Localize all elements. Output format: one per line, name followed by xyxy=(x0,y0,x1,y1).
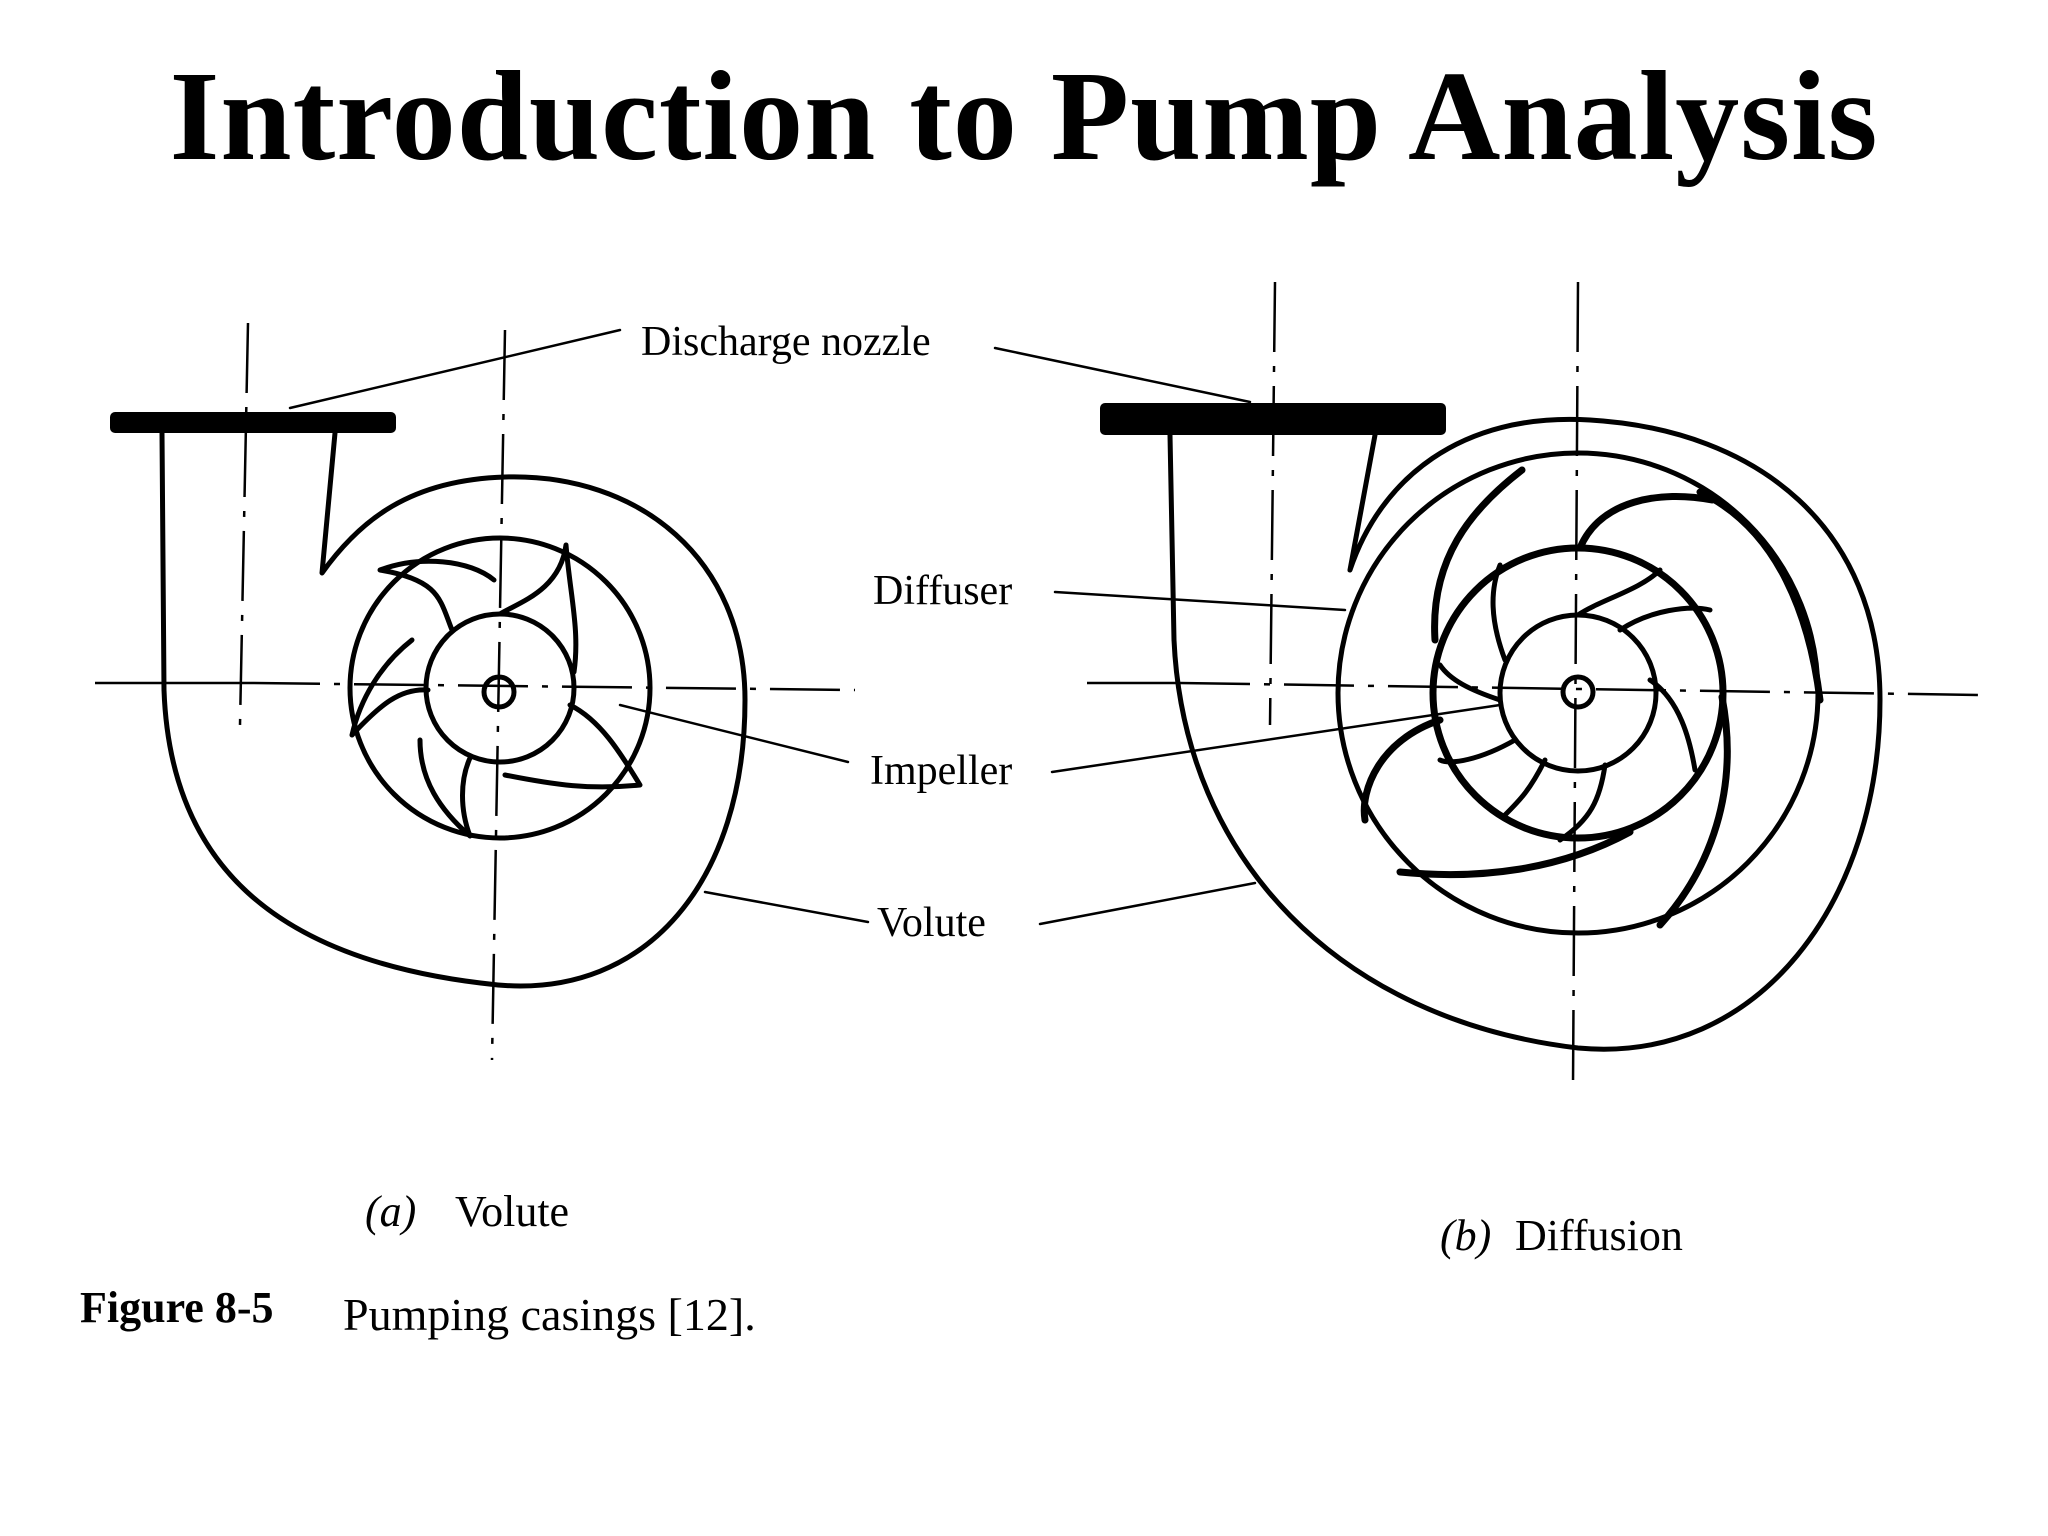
volute-horizontal-centerline-dashed xyxy=(249,681,856,692)
label-discharge-nozzle: Discharge nozzle xyxy=(641,319,931,365)
diffusion-pump-drawing xyxy=(1087,281,1981,1086)
leader-diffuser xyxy=(1053,590,1347,612)
diffuser-vanes xyxy=(1360,466,1824,929)
volute-impeller-vanes xyxy=(349,542,643,839)
subcaption-b-text: Diffusion xyxy=(1515,1211,1683,1260)
volute-impeller-outer-rim xyxy=(347,535,653,841)
diffusion-discharge-flange xyxy=(1100,403,1446,435)
diffusion-impeller-hub xyxy=(1497,612,1659,774)
volute-shaft xyxy=(481,674,517,710)
leader-volute-left xyxy=(703,890,870,924)
label-diffuser: Diffuser xyxy=(873,568,1012,614)
diffusion-vertical-centerline xyxy=(1571,281,1580,1086)
caption-figure-number: Figure 8-5 xyxy=(80,1283,274,1332)
caption-text: Pumping casings [12]. xyxy=(343,1289,756,1340)
diffusion-nozzle-centerline xyxy=(1268,281,1277,726)
leader-impeller-left xyxy=(618,703,850,764)
leader-lines xyxy=(288,328,1502,926)
diffusion-horizontal-centerline-dashed xyxy=(1179,681,1981,697)
volute-casing-outline xyxy=(159,430,748,989)
leader-discharge-right xyxy=(993,346,1252,404)
diffusion-shaft xyxy=(1560,674,1596,710)
diffusion-casing-outline xyxy=(1167,416,1883,1052)
volute-discharge-flange xyxy=(110,412,396,433)
volute-vertical-centerline xyxy=(490,329,507,1061)
diffusion-impeller-outer-rim xyxy=(1429,544,1727,842)
label-volute: Volute xyxy=(877,900,986,946)
subcaption-b-letter: (b) xyxy=(1440,1211,1491,1260)
page-title: Introduction to Pump Analysis xyxy=(169,45,1879,187)
subcaption-b-letter-text: (b) xyxy=(1440,1211,1491,1260)
diffusion-impeller-vanes xyxy=(1437,562,1713,843)
leader-discharge-left xyxy=(288,328,622,410)
subcaption-a-letter-text: (a) xyxy=(365,1187,416,1236)
subcaption-a-text: Volute xyxy=(455,1187,569,1236)
nozzle-centerline xyxy=(238,322,250,726)
volute-impeller-hub xyxy=(423,611,577,765)
leader-volute-right xyxy=(1038,881,1257,926)
volute-pump-drawing xyxy=(95,322,856,1061)
label-impeller: Impeller xyxy=(870,748,1012,794)
subcaption-a-letter: (a) xyxy=(365,1187,416,1236)
leader-impeller-right xyxy=(1050,703,1502,774)
